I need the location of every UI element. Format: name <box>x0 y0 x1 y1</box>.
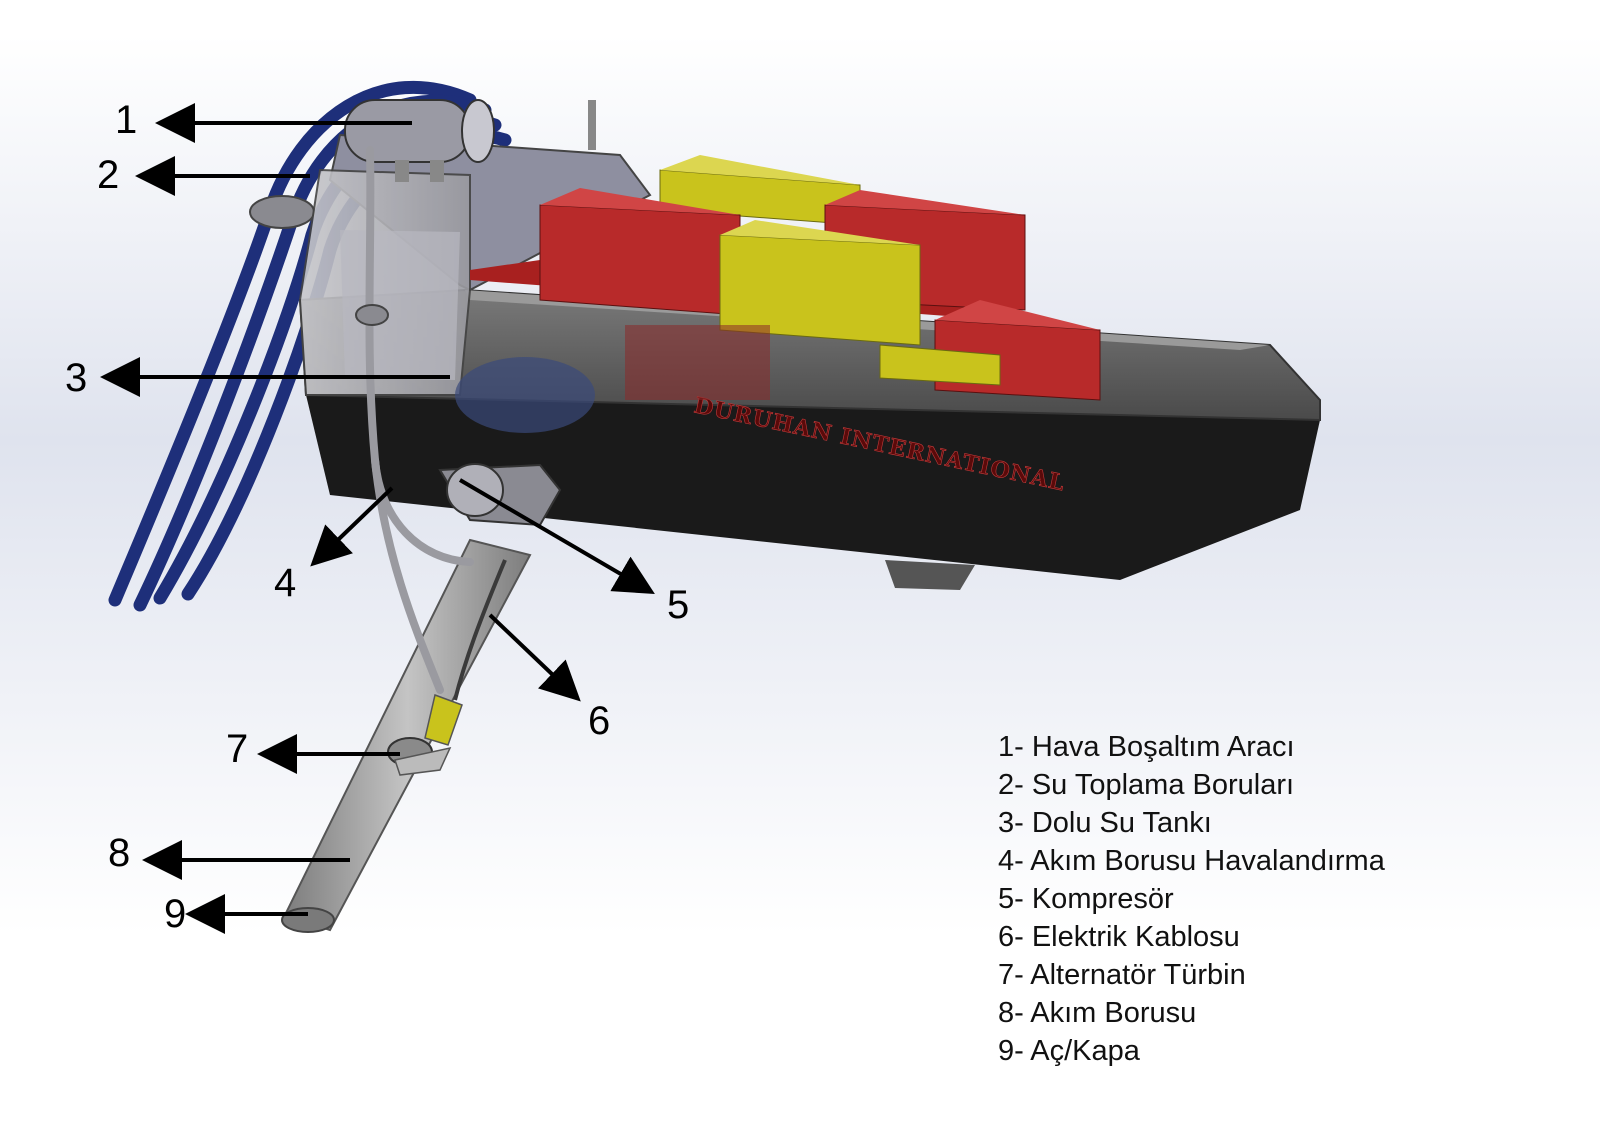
legend-item-8: 8- Akım Borusu <box>998 997 1197 1029</box>
air-discharge-device <box>344 99 495 182</box>
callout-number-5: 5 <box>667 583 689 627</box>
hose-clamp <box>249 195 315 229</box>
legend-item-7: 7- Alternatör Türbin <box>998 959 1246 991</box>
legend-item-2: 2- Su Toplama Boruları <box>998 769 1295 801</box>
legend-item-6: 6- Elektrik Kablosu <box>998 921 1240 953</box>
legend-item-3: 3- Dolu Su Tankı <box>998 807 1212 839</box>
callout-number-4: 4 <box>274 561 296 605</box>
aeration-pipe <box>365 146 474 694</box>
pipe-clamp <box>355 304 389 326</box>
callout-number-1: 1 <box>115 98 137 142</box>
alternator-turbine <box>387 694 463 776</box>
callout-number-6: 6 <box>588 699 610 743</box>
callout-number-2: 2 <box>97 153 119 197</box>
electric-cable <box>453 559 507 701</box>
current-pipe <box>281 538 532 933</box>
callout-number-3: 3 <box>65 356 87 400</box>
legend-item-9: 9- Aç/Kapa <box>998 1035 1140 1067</box>
legend-item-5: 5- Kompresör <box>998 883 1174 915</box>
callout-number-7: 7 <box>226 727 248 771</box>
callout-number-9: 9 <box>164 892 186 936</box>
cargo-containers <box>470 155 1101 401</box>
legend-item-4: 4- Akım Borusu Havalandırma <box>998 845 1385 877</box>
callout-arrows <box>100 103 655 934</box>
legend-item-1: 1- Hava Boşaltım Aracı <box>998 731 1295 763</box>
component-legend: 1- Hava Boşaltım Aracı 2- Su Toplama Bor… <box>998 728 1458 1070</box>
callout-number-8: 8 <box>108 831 130 875</box>
